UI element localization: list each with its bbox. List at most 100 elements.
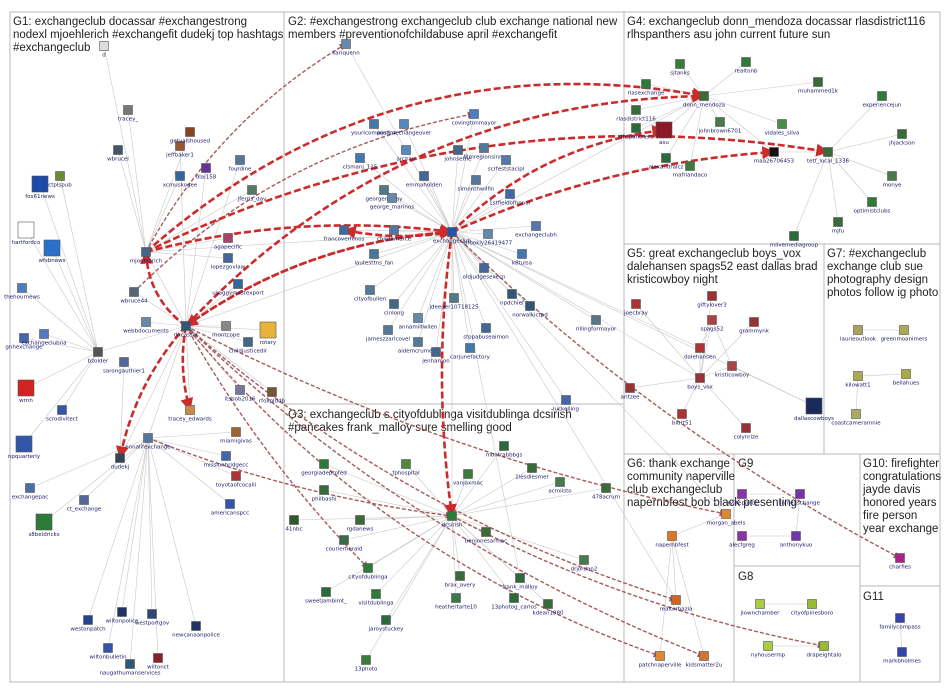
node-drapeightalo[interactable]: drapeightalo	[807, 641, 843, 659]
node-avatar[interactable]	[355, 515, 365, 525]
node-rlasdistrict116[interactable]: rlasdistrict116	[616, 105, 656, 123]
node-philbashi[interactable]: philbashi	[312, 485, 337, 503]
node-avatar[interactable]	[371, 589, 381, 599]
node-avatar[interactable]	[225, 499, 235, 509]
node-avatar[interactable]	[117, 607, 127, 617]
node-donn_mendoza[interactable]: donn_mendoza	[683, 91, 725, 109]
node-avatar[interactable]	[677, 409, 687, 419]
node-avatar[interactable]	[321, 587, 331, 597]
node-avatar[interactable]	[447, 511, 457, 521]
node-avatar[interactable]	[17, 221, 35, 239]
node-docassar[interactable]: docassar	[174, 321, 199, 339]
node-cityofbullen[interactable]: cityofbullen	[354, 285, 387, 303]
node-avatar[interactable]	[103, 643, 113, 653]
node-napernbfest[interactable]: napernbfest	[655, 531, 689, 549]
node-rgdanews[interactable]: rgdanews	[347, 515, 374, 533]
node-alecfgreg[interactable]: alecfgreg	[729, 531, 755, 549]
node-avatar[interactable]	[221, 451, 231, 461]
node-miamigivas[interactable]: miamigivas	[220, 427, 252, 445]
node-sarongauthier1[interactable]: sarongauthier1	[103, 357, 145, 375]
node-avatar[interactable]	[469, 109, 479, 119]
node-jenhamon[interactable]: jenhamon	[421, 347, 450, 365]
node-avatar[interactable]	[223, 253, 233, 263]
node-giftylover3[interactable]: giftylover3	[697, 291, 727, 309]
node-missionbridgecc[interactable]: missionbridgecc	[204, 451, 249, 469]
node-courierherald[interactable]: courierherald	[326, 535, 363, 553]
node-avatar[interactable]	[631, 299, 641, 309]
node-avatar[interactable]	[401, 145, 411, 155]
node-avatar[interactable]	[361, 655, 371, 665]
node-avatar[interactable]	[55, 171, 65, 181]
node-avatar[interactable]	[601, 483, 611, 493]
node-avatar[interactable]	[341, 39, 351, 49]
node-nyhouse[interactable]: nyhousermp	[751, 641, 786, 659]
node-exchangeclubna[interactable]: exchangeclubna	[21, 329, 67, 347]
node-avatar[interactable]	[823, 147, 833, 157]
node-avatar[interactable]	[387, 193, 397, 203]
node-wfsbnews[interactable]: wfsbnews	[38, 239, 66, 264]
node-avatar[interactable]	[389, 299, 399, 309]
node-dallascowboys[interactable]: dallascowboys	[794, 397, 834, 422]
node-avatar[interactable]	[877, 91, 887, 101]
node-avatar[interactable]	[25, 483, 35, 493]
node-vidales_silva[interactable]: vidales_silva	[765, 119, 800, 137]
node-filmregions[interactable]: filmregionsinm	[464, 143, 505, 161]
node-avatar[interactable]	[235, 385, 245, 395]
node-avatar[interactable]	[319, 459, 329, 469]
node-avatar[interactable]	[141, 317, 151, 327]
node-avatar[interactable]	[93, 347, 103, 357]
node-avatar[interactable]	[481, 323, 491, 333]
node-rlhspanthers[interactable]: rlhspanthers	[619, 123, 654, 141]
node-simonthwilfin[interactable]: simonthwilfin	[458, 175, 495, 193]
node-fox61news[interactable]: fox61news	[25, 175, 55, 200]
node-emmaholden[interactable]: emmaholden	[406, 171, 443, 189]
node-scrodivitect[interactable]: scrodivitect	[46, 405, 79, 423]
node-avatar[interactable]	[789, 231, 799, 241]
node-avatar[interactable]	[555, 477, 565, 487]
node-avatar[interactable]	[449, 293, 459, 303]
node-cityofdublinga[interactable]: cityofdublinga	[348, 563, 388, 581]
node-avatar[interactable]	[413, 313, 423, 323]
node-newcanaanpolice[interactable]: newcanaanpolice	[172, 621, 221, 639]
node-avatar[interactable]	[631, 105, 641, 115]
node-avatar[interactable]	[419, 171, 429, 181]
node-npdchief[interactable]: npdchief	[500, 289, 525, 307]
node-annamiltwilen[interactable]: annamiltwilen	[399, 313, 438, 331]
node-avatar[interactable]	[517, 249, 527, 259]
node-rfoxplddb[interactable]: rfoxplddb	[259, 387, 286, 405]
node-avatar[interactable]	[125, 659, 135, 669]
node-mjoehlerich[interactable]: mjoehlerich	[130, 247, 163, 265]
node-avatar[interactable]	[741, 423, 751, 433]
node-avatar[interactable]	[509, 593, 519, 603]
node-fourdine[interactable]: fourdine	[229, 155, 252, 173]
node-avatar[interactable]	[191, 621, 201, 631]
node-avatar[interactable]	[655, 651, 665, 661]
node-s8[interactable]: s8beldricks	[28, 513, 60, 538]
node-avatar[interactable]	[899, 325, 909, 335]
node-colynrize[interactable]: colynrize	[734, 423, 759, 441]
node-avatar[interactable]	[185, 405, 195, 415]
node-alexandralcz[interactable]: alexandralcz	[649, 153, 684, 171]
node-lnineaschange[interactable]: lnineaschange	[780, 489, 821, 507]
node-avatar[interactable]	[897, 129, 907, 139]
node-jaroystuckey[interactable]: jaroystuckey	[368, 615, 405, 633]
node-avatar[interactable]	[221, 321, 231, 331]
node-webbdocuments[interactable]: webbdocuments	[123, 317, 169, 335]
node-npquarterly[interactable]: npquarterly	[8, 435, 41, 460]
node-avatar[interactable]	[119, 357, 129, 367]
node-avatar[interactable]	[805, 397, 823, 415]
node-grammynk[interactable]: grammynk	[739, 317, 770, 335]
node-joecbray[interactable]: joecbray	[623, 299, 649, 317]
node-avatar[interactable]	[115, 453, 125, 463]
node-boys_vox[interactable]: boys_vox	[687, 373, 713, 391]
node-avatar[interactable]	[543, 599, 553, 609]
node-morgan_abels[interactable]: morgan_abels	[707, 509, 746, 527]
node-avatar[interactable]	[699, 651, 709, 661]
node-drjordan2[interactable]: drjordan2	[571, 555, 598, 573]
node-avatar[interactable]	[501, 155, 511, 165]
node-kidsmatter2u[interactable]: kidsmatter2u	[686, 651, 723, 669]
node-avatar[interactable]	[463, 469, 473, 479]
node-nonalifexchange[interactable]: nonalifexchange	[125, 433, 171, 451]
node-agapecific[interactable]: agapecific	[214, 233, 242, 251]
node-avatar[interactable]	[749, 317, 759, 327]
